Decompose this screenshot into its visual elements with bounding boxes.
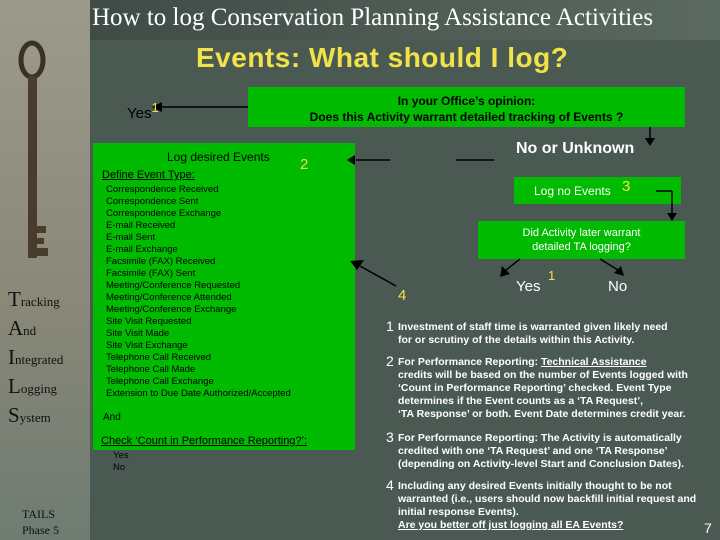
yes-label: Yes1: [127, 100, 159, 122]
option-no: No: [113, 462, 126, 473]
question-line-2: Does this Activity warrant detailed trac…: [309, 110, 624, 124]
list-item: Site Visit Exchange: [106, 340, 188, 351]
question-line-1: In your Office’s opinion:: [397, 94, 536, 108]
page-title: How to log Conservation Planning Assista…: [92, 4, 654, 31]
sidebar-panel: [0, 0, 90, 540]
tails-label: TAILS: [22, 507, 56, 521]
list-item: Telephone Call Exchange: [106, 376, 214, 387]
log-no-events-label: Log no Events: [534, 184, 611, 198]
check-count-label: Check ‘Count in Performance Reporting?’:: [101, 435, 308, 447]
page-subtitle: Events: What should I log?: [196, 42, 569, 73]
list-item: Telephone Call Received: [106, 352, 212, 363]
list-item: E-mail Exchange: [106, 244, 178, 255]
define-event-type-label: Define Event Type:: [102, 169, 195, 181]
list-item: Correspondence Received: [106, 184, 219, 195]
event-types-box: [93, 143, 355, 450]
note-2-text: For Performance Reporting: Technical Ass…: [398, 356, 688, 420]
list-item: E-mail Sent: [106, 232, 156, 243]
later-warrant-line-1: Did Activity later warrant: [522, 227, 641, 239]
acronym-line-l: Logging: [8, 374, 57, 398]
event-type-list: Correspondence Received Correspondence S…: [106, 184, 291, 400]
later-yes-note: 1: [548, 268, 556, 283]
list-item: Meeting/Conference Exchange: [106, 304, 237, 315]
note-4-marker: 4: [398, 287, 407, 304]
phase-label: Phase 5: [22, 523, 59, 537]
note-3-number: 3: [386, 429, 394, 445]
log-desired-events-label: Log desired Events: [167, 150, 270, 164]
later-no-label: No: [608, 278, 628, 295]
note-1-text: Investment of staff time is warranted gi…: [398, 321, 668, 346]
note-2-number: 2: [386, 353, 394, 369]
acronym-line-i: Integrated: [8, 345, 64, 369]
list-item: Correspondence Exchange: [106, 208, 222, 219]
list-item: Telephone Call Made: [106, 364, 196, 375]
list-item: Site Visit Made: [106, 328, 170, 339]
log-no-events-note: 3: [622, 178, 631, 195]
note-3-text: For Performance Reporting: The Activity …: [398, 432, 685, 470]
later-warrant-line-2: detailed TA logging?: [532, 241, 631, 253]
acronym-line-t: Tracking: [8, 287, 60, 311]
no-or-unknown-label: No or Unknown: [516, 140, 635, 157]
key-icon: [18, 40, 48, 258]
option-yes: Yes: [113, 450, 129, 461]
list-item: Meeting/Conference Attended: [106, 292, 232, 303]
list-item: Facsimile (FAX) Received: [106, 256, 216, 267]
question-box: [248, 87, 685, 127]
list-item: Facsimile (FAX) Sent: [106, 268, 196, 279]
acronym-line-s: System: [8, 403, 51, 427]
title-bar: [90, 0, 720, 40]
log-no-events-box: [514, 177, 681, 204]
list-item: Correspondence Sent: [106, 196, 199, 207]
list-item: Extension to Due Date Authorized/Accepte…: [106, 388, 291, 399]
note-4-number: 4: [386, 477, 394, 493]
later-yes-label: Yes: [516, 278, 541, 295]
page-number: 7: [704, 520, 712, 536]
list-item: E-mail Received: [106, 220, 176, 231]
note-1-number: 1: [386, 318, 394, 334]
later-warrant-box: [478, 221, 685, 259]
log-desired-events-note: 2: [300, 156, 309, 173]
note-4-text: Including any desired Events initially t…: [398, 480, 697, 531]
acronym-line-a: And: [8, 316, 37, 340]
list-item: Meeting/Conference Requested: [106, 280, 241, 291]
and-label: And: [103, 412, 121, 423]
list-item: Site Visit Requested: [106, 316, 192, 327]
